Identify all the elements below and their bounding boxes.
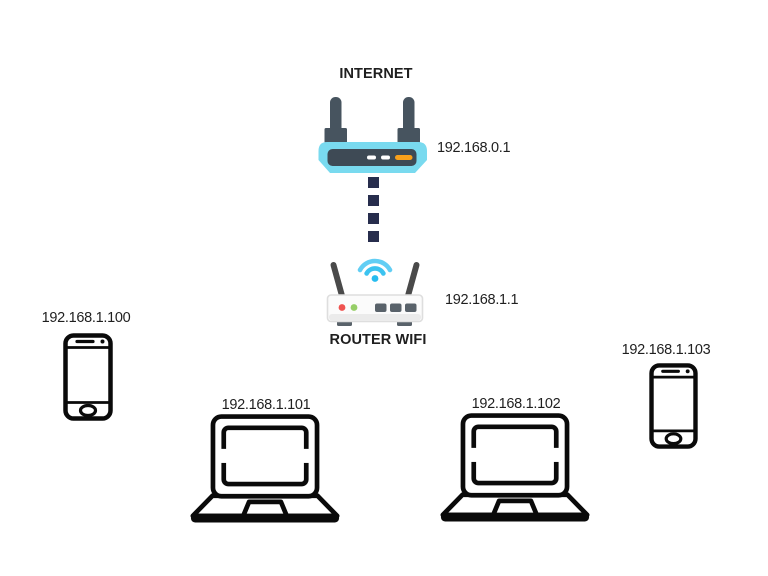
phone-left-ip-label: 192.168.1.100 xyxy=(41,310,131,326)
phone-right-ip-label: 192.168.1.103 xyxy=(621,342,711,358)
laptop-icon xyxy=(190,414,340,525)
laptop-left-ip-label: 192.168.1.101 xyxy=(221,397,311,413)
smartphone-icon xyxy=(649,363,698,449)
wifi-router-node xyxy=(325,258,425,330)
modem-ip-label: 192.168.0.1 xyxy=(437,140,511,156)
modem-node xyxy=(318,96,428,176)
laptop-right-node xyxy=(440,413,590,524)
wifi-router-name-label: ROUTER WIFI xyxy=(329,332,427,348)
internet-label: INTERNET xyxy=(339,66,413,82)
link-dot xyxy=(368,195,379,206)
wifi-router-icon xyxy=(325,258,425,330)
link-dot xyxy=(368,231,379,242)
phone-right-node xyxy=(649,363,698,449)
smartphone-icon xyxy=(63,333,113,421)
laptop-left-node xyxy=(190,414,340,525)
modem-icon xyxy=(318,97,427,173)
wifi-router-ip-label: 192.168.1.1 xyxy=(445,292,519,308)
dotted-link xyxy=(368,177,379,242)
link-dot xyxy=(368,177,379,188)
laptop-icon xyxy=(440,413,590,524)
link-dot xyxy=(368,213,379,224)
phone-left-node xyxy=(63,333,113,421)
laptop-right-ip-label: 192.168.1.102 xyxy=(471,396,561,412)
